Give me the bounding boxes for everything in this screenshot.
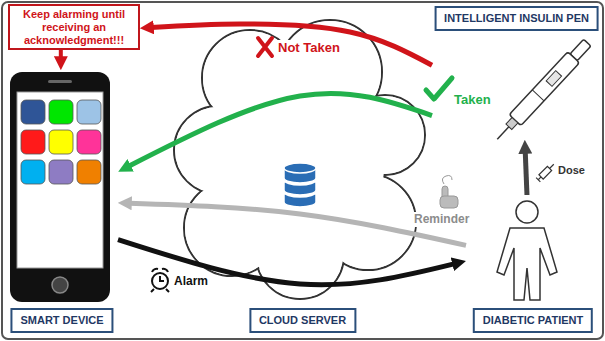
phone-illustration-part xyxy=(10,72,110,302)
insulin-pen-illustration-part xyxy=(546,71,561,87)
alarm-clock-icon-part xyxy=(160,276,164,281)
caption-label: INTELLIGENT INSULIN PEN xyxy=(434,6,599,31)
edge-label: Alarm xyxy=(172,274,210,289)
phone-illustration-part xyxy=(17,92,103,268)
patient-figure xyxy=(497,201,557,300)
alarm-clock-icon xyxy=(151,269,169,292)
cloud-shape xyxy=(174,20,425,299)
phone-illustration-part-part xyxy=(77,160,101,184)
database-icon-part xyxy=(284,163,316,173)
phone-illustration-part-part xyxy=(49,130,73,154)
edge-label: Not Taken xyxy=(276,40,342,55)
check-mark-icon xyxy=(426,78,452,99)
caption-label: DIABETIC PATIENT xyxy=(473,308,593,333)
cloud-shape-part xyxy=(175,21,424,298)
alarm-clock-icon-part xyxy=(152,269,168,272)
alarm-clock-icon-part xyxy=(152,273,168,289)
flow-arrow xyxy=(151,24,432,65)
database-icon-part xyxy=(284,180,316,195)
insulin-pen-illustration xyxy=(491,37,593,144)
finger-reminder-icon-part xyxy=(442,176,452,185)
insulin-pen-illustration-part xyxy=(532,90,544,101)
phone-illustration-part-part xyxy=(49,160,73,184)
device-node: SMART DEVICE xyxy=(6,70,118,335)
server-node: CLOUD SERVER xyxy=(195,20,410,335)
edge-label: Taken xyxy=(452,92,493,107)
flow-arrow xyxy=(118,240,455,285)
phone-illustration-part xyxy=(48,80,72,83)
flow-arrow xyxy=(59,50,63,59)
caption-label: CLOUD SERVER xyxy=(249,308,356,333)
alarm-clock-icon-part xyxy=(151,289,169,292)
finger-reminder-icon-part xyxy=(440,196,458,208)
cloud-shape-part-part xyxy=(215,75,385,245)
phone-illustration-part-part xyxy=(77,100,101,124)
phone-illustration-part-part xyxy=(49,100,73,124)
finger-reminder-icon xyxy=(440,176,458,209)
patient-figure-part xyxy=(516,201,538,223)
phone-illustration xyxy=(10,72,110,302)
syringe-icon-part xyxy=(536,178,540,182)
insulin-pen-illustration-part xyxy=(497,127,509,139)
patient-node: DIABETIC PATIENT xyxy=(466,195,600,335)
cloud-shape-part xyxy=(174,20,425,299)
database-icon xyxy=(284,163,316,207)
edge-label: Dose xyxy=(556,163,587,178)
phone-illustration-part-part xyxy=(21,130,45,154)
patient-figure-part xyxy=(497,228,557,300)
phone-illustration-part-part xyxy=(77,130,101,154)
syringe-icon xyxy=(536,162,556,182)
phone-illustration-part xyxy=(21,100,101,184)
callout-text: Keep alarming until receiving an acknowl… xyxy=(8,4,140,50)
phone-illustration-part-part xyxy=(21,100,45,124)
phone-illustration-part xyxy=(52,277,68,293)
device-node: INTELLIGENT INSULIN PEN xyxy=(432,4,601,140)
flow-arrow xyxy=(128,93,432,166)
database-icon-part xyxy=(284,192,316,207)
cross-icon xyxy=(258,38,272,56)
syringe-icon-part xyxy=(550,164,554,168)
flow-arrow xyxy=(525,151,527,195)
caption-label: SMART DEVICE xyxy=(10,308,113,333)
callout-box: Keep alarming until receiving an acknowl… xyxy=(8,4,140,50)
edge-label: Reminder xyxy=(412,212,471,227)
phone-illustration-part-part xyxy=(21,160,45,184)
insulin-pen-illustration-part xyxy=(509,52,579,126)
